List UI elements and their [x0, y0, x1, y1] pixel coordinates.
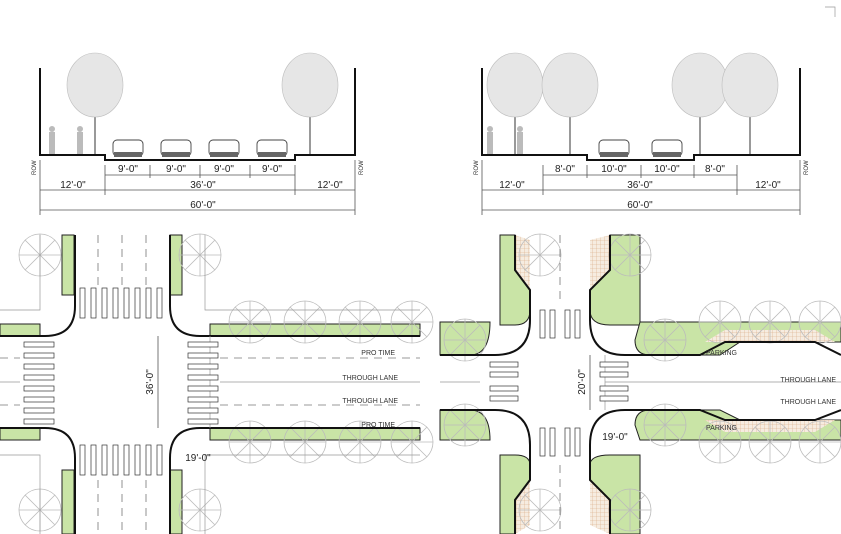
street-tree	[281, 52, 339, 156]
crosswalk	[79, 287, 163, 319]
planting-strip	[61, 234, 75, 296]
street-tree	[486, 52, 544, 156]
lane-label: THROUGH LANE	[342, 398, 398, 405]
car	[598, 139, 630, 158]
curb-line	[0, 235, 420, 534]
radius-dim: 19'-0"	[185, 453, 211, 464]
sidewalk-dim: 12'-0"	[755, 180, 781, 191]
ground-profile	[39, 68, 356, 161]
total-dim: 60'-0"	[190, 200, 216, 211]
parking-lane	[515, 235, 610, 534]
lane-label: PARKING	[706, 425, 737, 432]
row-label: ROW	[804, 160, 810, 175]
sidewalk-dim: 12'-0"	[317, 180, 343, 191]
crossing-dim: 20'-0"	[577, 369, 588, 395]
pedestrian	[487, 126, 493, 154]
ground-profile	[481, 68, 801, 161]
sidewalk-dim: 12'-0"	[499, 180, 525, 191]
lane-label: THROUGH LANE	[780, 377, 836, 384]
crosswalk	[23, 341, 55, 425]
pedestrian	[77, 126, 83, 154]
car	[112, 139, 144, 158]
pedestrian	[49, 126, 55, 154]
left-intersection-plan: 36'-0" 19'-0" PRO TIME THROUGH LANE THRO…	[0, 233, 434, 534]
sidewalk-dim: 12'-0"	[60, 180, 86, 191]
roadway-dim: 36'-0"	[627, 180, 653, 191]
parking-lane	[705, 330, 835, 432]
crosswalk	[539, 309, 581, 339]
lane-label: PRO TIME	[361, 350, 395, 357]
row-label: ROW	[359, 160, 365, 175]
radius-dim: 19'-0"	[602, 432, 628, 443]
crosswalk	[79, 444, 163, 476]
lane-label: THROUGH LANE	[780, 399, 836, 406]
lane-dim: 10'-0"	[654, 164, 680, 175]
crosswalk	[539, 427, 581, 457]
left-cross-section: ROW ROW 9'-0" 9'-0" 9'-0" 9'-0" 12'-0" 3…	[32, 52, 365, 215]
car	[208, 139, 240, 158]
row-label: ROW	[474, 160, 480, 175]
right-intersection-plan: 20'-0" 19'-0" PARKING THROUGH LANE THROU…	[439, 233, 841, 534]
car	[256, 139, 288, 158]
car	[651, 139, 683, 158]
lane-dim: 10'-0"	[601, 164, 627, 175]
curb-line	[440, 235, 841, 534]
lane-dim: 8'-0"	[705, 164, 725, 175]
crosswalk	[187, 341, 219, 425]
right-cross-section: ROW ROW 8'-0" 10'-0" 10'-0" 8'-0" 12'-0"…	[474, 52, 810, 215]
street-tree	[66, 52, 124, 156]
pedestrian	[517, 126, 523, 154]
planting-strip	[0, 323, 41, 337]
lane-dim: 9'-0"	[214, 164, 234, 175]
lane-dim: 9'-0"	[118, 164, 138, 175]
lane-label: PARKING	[706, 350, 737, 357]
street-tree	[541, 52, 599, 156]
crosswalk	[489, 361, 519, 402]
planting-strip	[169, 234, 183, 296]
lane-dim: 9'-0"	[262, 164, 282, 175]
total-dim: 60'-0"	[627, 200, 653, 211]
lane-dim: 9'-0"	[166, 164, 186, 175]
row-label: ROW	[32, 160, 38, 175]
planting-strip	[0, 427, 41, 441]
street-tree	[721, 52, 779, 156]
crossing-dim: 36'-0"	[145, 369, 156, 395]
roadway-dim: 36'-0"	[190, 180, 216, 191]
lane-label: THROUGH LANE	[342, 375, 398, 382]
crosswalk	[599, 361, 629, 402]
street-tree	[671, 52, 729, 156]
lane-dim: 8'-0"	[555, 164, 575, 175]
car	[160, 139, 192, 158]
planting-strip	[61, 469, 75, 534]
lane-label: PRO TIME	[361, 422, 395, 429]
crop-mark	[825, 6, 836, 17]
